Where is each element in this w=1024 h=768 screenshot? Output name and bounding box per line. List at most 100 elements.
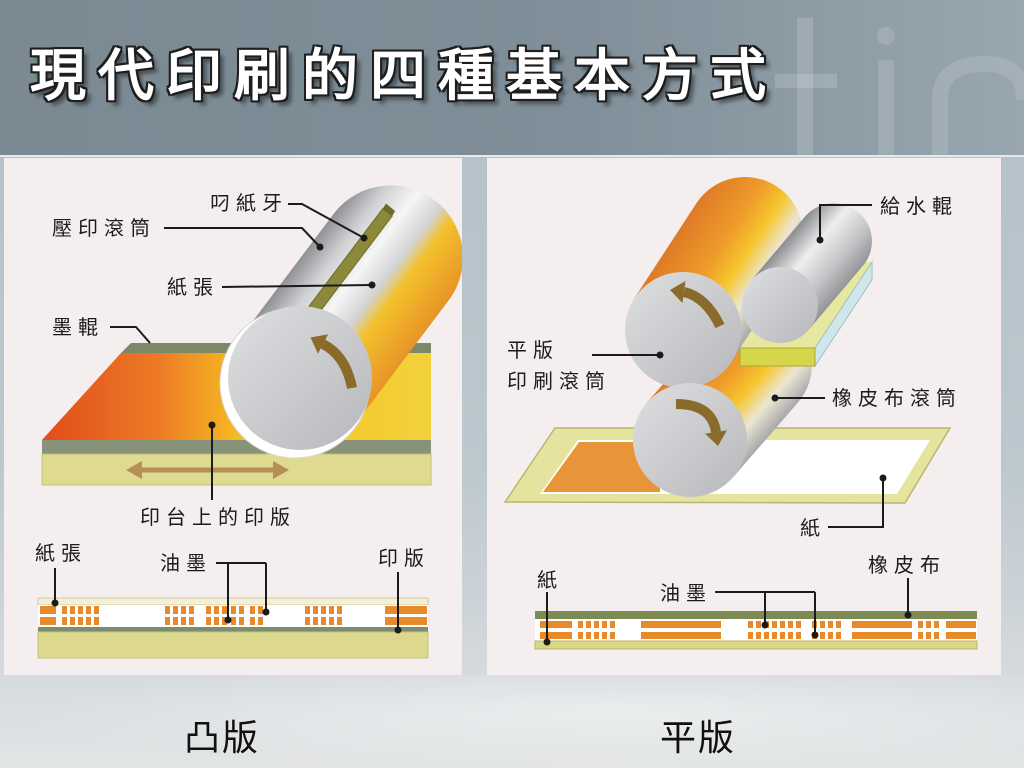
ink-mark: [206, 606, 211, 614]
leader-dot-section-ink-b: [811, 631, 819, 639]
label-section-ink: 油墨: [160, 551, 212, 575]
ink-mark: [578, 621, 583, 628]
deco-cross-bar: [775, 74, 837, 88]
title-bar: 現代印刷的四種基本方式: [0, 0, 1024, 157]
deco-arch: [932, 55, 1024, 155]
header-background-decoration: [775, 18, 1024, 155]
ink-mark: [94, 617, 99, 625]
letterpress-panel: 叼紙牙 壓印滾筒 紙張 墨輥 印台上的印版 紙張 油墨: [4, 158, 462, 675]
ink-mark: [239, 617, 244, 625]
leader-dot-plate-on-bed: [208, 421, 216, 429]
ink-mark: [586, 632, 591, 639]
leader-dot-section-ink-a: [224, 616, 232, 624]
leader-line-ink-roller: [110, 326, 151, 344]
lithography-panel: 給水輥 平版 印刷滾筒 橡皮布滾筒 紙 紙 油墨: [487, 158, 1001, 675]
label-section-plate: 印版: [378, 546, 430, 570]
ink-mark: [540, 632, 572, 639]
ink-mark: [258, 606, 263, 614]
label-plate-on-bed: 印台上的印版: [140, 505, 296, 529]
ink-mark: [385, 617, 427, 625]
ink-mark: [40, 617, 56, 625]
ink-mark: [796, 632, 801, 639]
label-section-ink: 油墨: [660, 581, 712, 605]
printed-area: [543, 442, 660, 492]
leader-line-gripper: [288, 203, 365, 239]
deco-vertical-bar-2: [878, 60, 894, 155]
ink-mark: [250, 617, 255, 625]
ink-mark: [594, 632, 599, 639]
leader-dot-section-ink-b: [262, 608, 270, 616]
blanket-rotation-arrow-head: [705, 430, 727, 446]
ink-mark: [206, 617, 211, 625]
ink-mark: [78, 606, 83, 614]
ink-mark: [189, 606, 194, 614]
ink-mark: [748, 632, 753, 639]
rotation-arrow-head: [310, 334, 329, 354]
ink-mark: [305, 606, 310, 614]
leader-dot-impression-cylinder: [316, 243, 324, 251]
label-gripper: 叼紙牙: [210, 191, 288, 215]
label-dampening-roller: 給水輥: [880, 194, 958, 218]
ink-mark: [337, 617, 342, 625]
leader-line-paper: [828, 478, 884, 528]
ink-mark: [788, 632, 793, 639]
deco-vertical-bar: [797, 18, 813, 155]
label-blanket-cylinder: 橡皮布滾筒: [832, 386, 962, 410]
section-ink-marks: [540, 621, 976, 639]
dampening-roller-face: [742, 267, 818, 343]
impression-cylinder-face: [228, 306, 372, 450]
section-plate-surface: [38, 627, 428, 632]
leader-dot-blanket-cylinder: [771, 394, 779, 402]
leader-dot-section-paper: [543, 638, 551, 646]
label-paper: 紙: [800, 516, 826, 540]
ink-mark: [385, 606, 427, 614]
ink-mark: [610, 632, 615, 639]
ink-mark: [78, 617, 83, 625]
ink-mark: [189, 617, 194, 625]
leader-line-dampening-roller: [819, 204, 872, 240]
ink-mark: [239, 606, 244, 614]
ink-mark: [62, 606, 67, 614]
ink-mark: [86, 617, 91, 625]
caption-letterpress: 凸版: [183, 718, 260, 759]
plate-cylinder-face: [625, 272, 741, 388]
leader-dot-plate-cylinder: [656, 351, 664, 359]
label-plate-cylinder-line2: 印刷滾筒: [507, 369, 611, 393]
ink-mark: [222, 606, 227, 614]
ink-mark: [852, 632, 912, 639]
caption-lithography: 平版: [659, 718, 736, 759]
ink-mark: [748, 621, 753, 628]
ink-mark: [586, 621, 591, 628]
ink-mark: [836, 632, 841, 639]
ink-mark: [934, 621, 939, 628]
ink-mark: [772, 632, 777, 639]
ink-mark: [602, 632, 607, 639]
section-ink-marks: [40, 606, 427, 625]
ink-mark: [934, 632, 939, 639]
slide-title: 現代印刷的四種基本方式: [30, 43, 778, 109]
ink-mark: [796, 621, 801, 628]
ink-mark: [926, 621, 931, 628]
label-impression-cylinder: 壓印滾筒: [52, 216, 156, 240]
deco-dot: [877, 27, 895, 45]
ink-mark: [828, 621, 833, 628]
ink-mark: [329, 617, 334, 625]
ink-mark: [918, 632, 923, 639]
leader-dot-paper: [879, 474, 887, 482]
ink-mark: [94, 606, 99, 614]
ink-mark: [946, 621, 976, 628]
ink-mark: [214, 606, 219, 614]
label-plate-cylinder-line1: 平版: [507, 338, 559, 362]
section-plate-body: [37, 631, 429, 659]
ink-mark: [780, 621, 785, 628]
leader-dot-dampening-roller: [816, 236, 824, 244]
ink-mark: [329, 606, 334, 614]
label-ink-roller: 墨輥: [52, 315, 104, 339]
ink-mark: [165, 606, 170, 614]
ink-mark: [231, 606, 236, 614]
ink-mark: [756, 632, 761, 639]
leader-dot-gripper: [360, 234, 368, 242]
ink-mark: [337, 606, 342, 614]
ink-mark: [578, 632, 583, 639]
